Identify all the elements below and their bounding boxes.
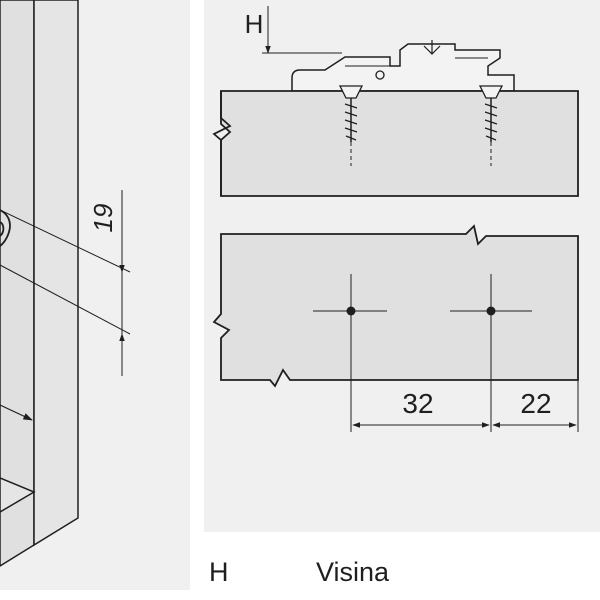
left-panel-side-view: 19	[0, 0, 190, 590]
plate-cam-symbol	[423, 40, 441, 55]
dimension-label-32: 32	[402, 388, 433, 419]
dimension-label-19: 19	[88, 204, 118, 233]
plan-view-board	[212, 224, 579, 388]
legend-description: Visina	[316, 557, 390, 587]
shelf-fragment	[0, 477, 36, 513]
extension-line-bottom	[0, 404, 33, 421]
screw-right	[478, 85, 504, 166]
break-line-top-board	[212, 91, 232, 196]
screw-left	[338, 85, 364, 166]
hinge-arm-fragment	[0, 209, 11, 247]
dimension-label-22: 22	[520, 388, 551, 419]
mounting-plate-profile	[291, 43, 515, 92]
drill-hole-left	[313, 274, 387, 432]
height-symbol-label: H	[245, 9, 264, 39]
drill-hole-right	[450, 274, 532, 432]
side-section-board	[220, 90, 579, 197]
plate-pivot-hole	[375, 70, 385, 80]
right-panel: H	[204, 0, 600, 532]
cabinet-front-edge	[33, 0, 79, 547]
extension-line-lower	[0, 264, 131, 335]
legend-symbol: H	[209, 557, 229, 587]
extension-line-upper	[0, 209, 131, 273]
legend: H Visina	[0, 553, 600, 593]
